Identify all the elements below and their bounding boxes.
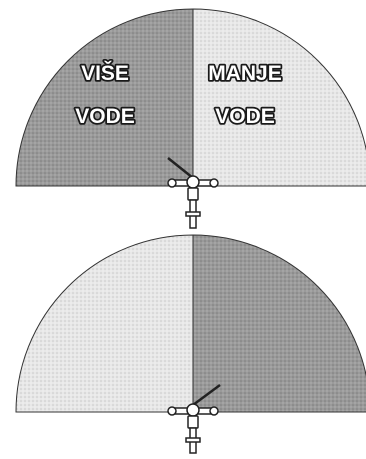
bottom-left-half [16, 235, 193, 412]
top-right-label-line1: MANJE [208, 62, 282, 85]
top-right-half-less-water [193, 9, 366, 186]
top-left-half-more-water [16, 9, 193, 186]
top-left-label-line2: VODE [75, 105, 135, 128]
top-diagram: VIŠE VODE MANJE VODE [16, 9, 366, 228]
bottom-diagram [16, 235, 366, 453]
top-right-label-line2: VODE [215, 105, 275, 128]
top-left-label-line1: VIŠE [81, 61, 129, 85]
